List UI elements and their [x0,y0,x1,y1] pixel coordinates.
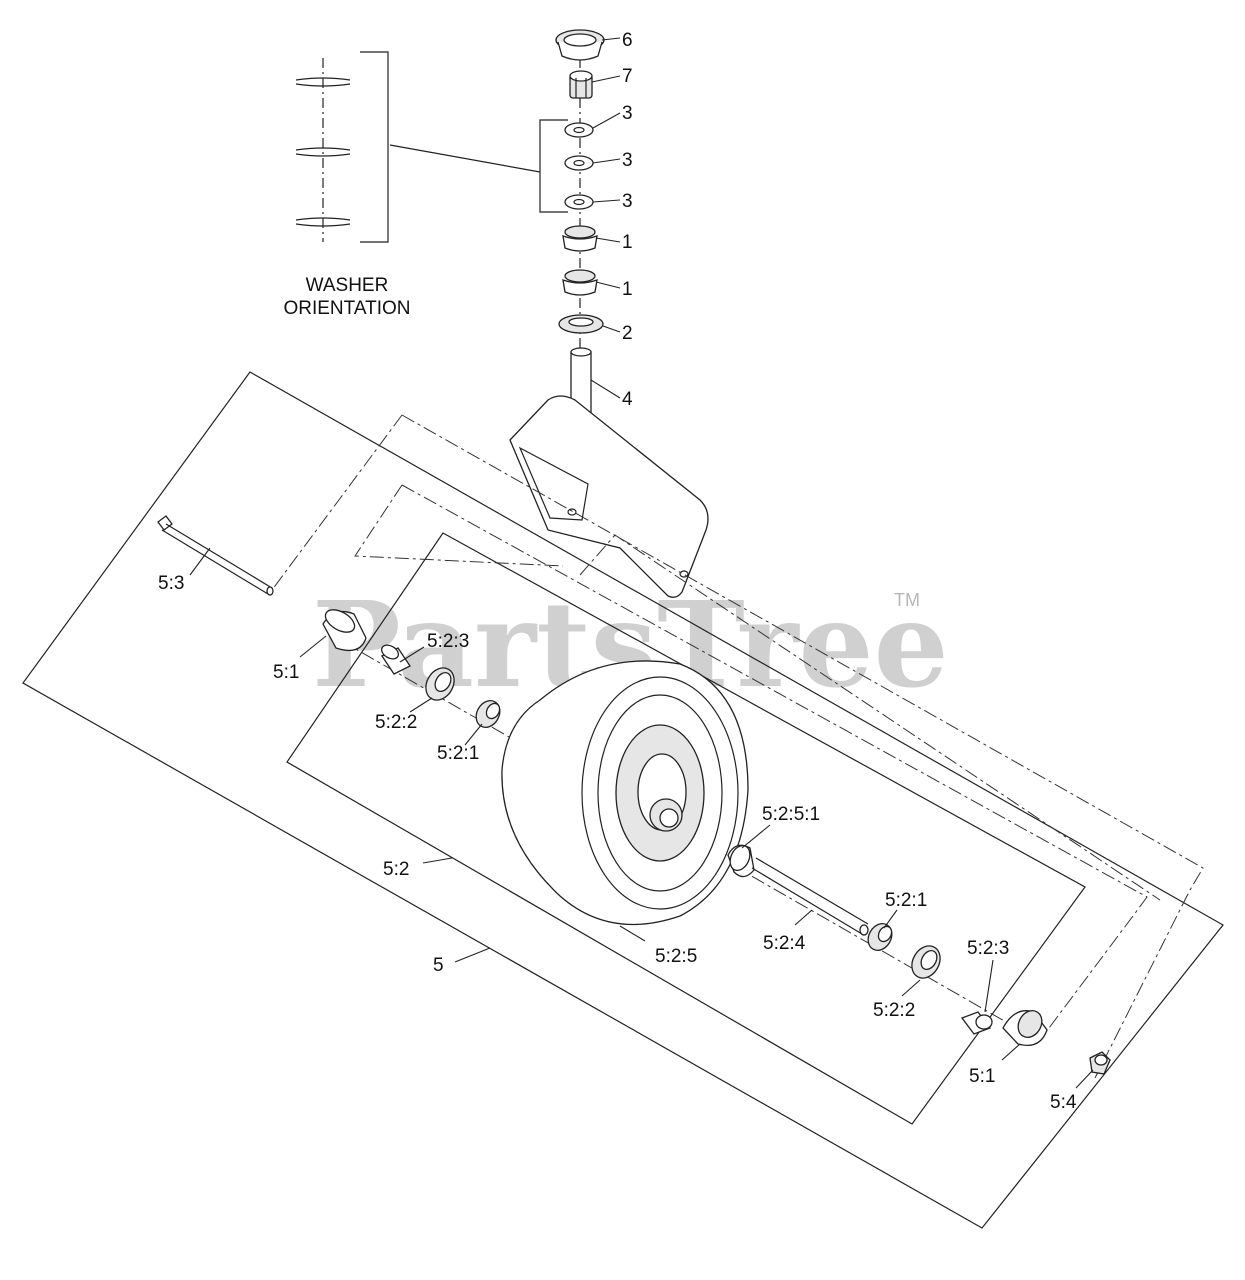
washer-orientation-line1: WASHER [306,275,389,296]
wheel-sleeve-part [727,844,755,878]
callout-3-middle: 3 [622,150,633,171]
callout-5-2-2-left: 5:2:2 [375,712,417,733]
washer-part-1 [564,122,594,138]
axle-bolt-part [157,515,274,596]
tapered-bearing-part-2 [562,269,598,296]
callout-1-bottom: 1 [622,279,633,300]
bearing-cup-part-2 [911,945,941,979]
caster-wheel-part [501,660,749,926]
bearing-cone-part-2 [867,923,893,951]
seal-part [558,314,604,334]
washer-part-3 [564,194,594,210]
wheel-spacer-part-2 [1002,1010,1048,1047]
routing-line-1 [271,414,403,591]
washer-orientation-inset [295,51,568,243]
callout-6: 6 [622,30,633,51]
wheel-spacer-part-1 [322,609,367,652]
watermark-trademark: TM [894,590,920,610]
lock-nut-part [569,70,593,99]
callout-5-2-3-left: 5:2:3 [427,631,469,652]
callout-5-1-left: 5:1 [273,662,299,683]
callout-4: 4 [622,389,633,410]
callout-5-2-3-right: 5:2:3 [967,938,1009,959]
routing-line-3 [354,484,564,567]
callout-7: 7 [622,66,633,87]
washer-edge-view-2 [295,147,351,157]
axle-nut-part [1089,1051,1111,1075]
tapered-bearing-part-1 [562,225,598,252]
dust-cap-part [555,29,605,61]
wheel-axis-line [339,639,1021,1031]
bearing-cup-part-1 [425,667,455,701]
washer-orientation-line2: ORIENTATION [283,298,410,319]
assembly-5-outline [22,371,1224,1229]
callout-5-2-5: 5:2:5 [655,946,697,967]
washer-part-2 [564,155,594,171]
leader-lines [189,37,1094,1089]
callout-5-2-1-left: 5:2:1 [437,743,479,764]
callout-5-2-5-1: 5:2:5:1 [762,804,820,825]
bearing-spacer-part-1 [380,644,411,675]
callout-5-2-2-right: 5:2:2 [873,1000,915,1021]
caster-fork-part [509,347,709,598]
washer-edge-view-1 [295,77,351,87]
callout-5-3: 5:3 [158,573,184,594]
routing-line-4 [401,484,1148,1041]
callout-3-top: 3 [622,103,633,124]
callout-1-top: 1 [622,232,633,253]
callout-5-4: 5:4 [1050,1092,1077,1113]
bearing-spacer-part-2 [960,1011,993,1035]
callout-3-bottom: 3 [622,191,633,212]
routing-line-5 [579,534,1161,901]
routing-line-2 [401,414,1204,1079]
bearing-cone-part-1 [475,700,501,728]
callout-5-1-right: 5:1 [969,1066,995,1087]
callout-2: 2 [622,323,633,344]
callout-5: 5 [433,955,444,976]
callout-5-2-1-right: 5:2:1 [885,890,927,911]
washer-edge-view-3 [295,217,351,227]
assembly-5-2-outline [286,532,1086,1125]
callout-5-2-4: 5:2:4 [763,933,806,954]
axle-tube-part [751,857,869,936]
callout-5-2: 5:2 [383,859,409,880]
